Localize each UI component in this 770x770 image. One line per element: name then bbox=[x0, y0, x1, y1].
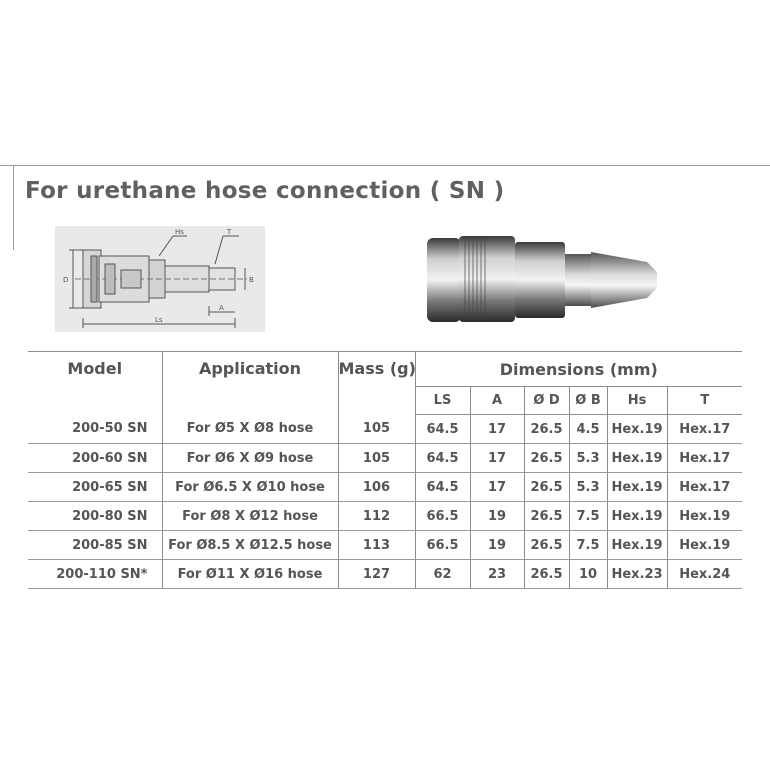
side-divider bbox=[13, 166, 14, 250]
cell-model: 200-80 SN bbox=[28, 501, 162, 531]
cell-application: For Ø8 X Ø12 hose bbox=[161, 501, 338, 531]
cell-application: For Ø8.5 X Ø12.5 hose bbox=[161, 530, 338, 560]
table-row: 200-50 SN For Ø5 X Ø8 hose 105 64.5 17 2… bbox=[28, 414, 743, 444]
subheader-t: T bbox=[666, 386, 743, 415]
cell-d: 26.5 bbox=[523, 414, 569, 444]
cell-hs: Hex.19 bbox=[606, 414, 667, 444]
table-row: 200-60 SN For Ø6 X Ø9 hose 105 64.5 17 2… bbox=[28, 443, 743, 473]
cell-hs: Hex.23 bbox=[606, 559, 667, 589]
header-mass: Mass (g) bbox=[337, 351, 416, 415]
subheader-hs: Hs bbox=[606, 386, 667, 415]
cell-b: 5.3 bbox=[568, 472, 607, 502]
cell-hs: Hex.19 bbox=[606, 472, 667, 502]
subheader-ls: LS bbox=[414, 386, 470, 415]
cell-hs: Hex.19 bbox=[606, 530, 667, 560]
cell-b: 7.5 bbox=[568, 530, 607, 560]
cell-hs: Hex.19 bbox=[606, 443, 667, 473]
top-divider bbox=[0, 165, 770, 166]
cell-mass: 105 bbox=[337, 414, 415, 444]
cell-application: For Ø5 X Ø8 hose bbox=[161, 414, 338, 444]
drawing-label-d: D bbox=[63, 276, 68, 284]
cell-ls: 64.5 bbox=[414, 472, 470, 502]
cell-t: Hex.19 bbox=[666, 501, 743, 531]
cell-a: 17 bbox=[469, 472, 524, 502]
cell-t: Hex.24 bbox=[666, 559, 743, 589]
cell-t: Hex.17 bbox=[666, 443, 743, 473]
cell-b: 10 bbox=[568, 559, 607, 589]
cell-a: 23 bbox=[469, 559, 524, 589]
cell-hs: Hex.19 bbox=[606, 501, 667, 531]
table-subheader-row: LS A Ø D Ø B Hs T bbox=[28, 386, 743, 415]
drawing-label-ls: Ls bbox=[155, 316, 163, 324]
cell-ls: 64.5 bbox=[414, 443, 470, 473]
table-row: 200-110 SN* For Ø11 X Ø16 hose 127 62 23… bbox=[28, 559, 743, 589]
spec-table: Model Application Mass (g) Dimensions (m… bbox=[28, 351, 743, 589]
product-photo bbox=[425, 226, 663, 332]
cell-application: For Ø11 X Ø16 hose bbox=[161, 559, 338, 589]
cell-a: 17 bbox=[469, 414, 524, 444]
subheader-a: A bbox=[469, 386, 524, 415]
cell-mass: 113 bbox=[337, 530, 415, 560]
subheader-d: Ø D bbox=[523, 386, 569, 415]
cell-mass: 106 bbox=[337, 472, 415, 502]
coupler-drawing-svg: Hs T D B A Ls bbox=[63, 228, 254, 328]
cell-mass: 112 bbox=[337, 501, 415, 531]
cell-mass: 105 bbox=[337, 443, 415, 473]
cell-b: 4.5 bbox=[568, 414, 607, 444]
technical-drawing: Hs T D B A Ls bbox=[55, 226, 265, 332]
cell-model: 200-65 SN bbox=[28, 472, 162, 502]
cell-d: 26.5 bbox=[523, 443, 569, 473]
cell-model: 200-60 SN bbox=[28, 443, 162, 473]
cell-b: 7.5 bbox=[568, 501, 607, 531]
cell-d: 26.5 bbox=[523, 530, 569, 560]
subheader-b: Ø B bbox=[568, 386, 607, 415]
cell-ls: 66.5 bbox=[414, 501, 470, 531]
drawing-label-a: A bbox=[219, 304, 224, 312]
cell-ls: 64.5 bbox=[414, 414, 470, 444]
cell-b: 5.3 bbox=[568, 443, 607, 473]
cell-d: 26.5 bbox=[523, 501, 569, 531]
cell-a: 17 bbox=[469, 443, 524, 473]
cell-t: Hex.17 bbox=[666, 414, 743, 444]
drawing-label-b: B bbox=[249, 276, 254, 284]
page-title: For urethane hose connection ( SN ) bbox=[25, 178, 505, 204]
cell-ls: 66.5 bbox=[414, 530, 470, 560]
header-model: Model bbox=[28, 351, 162, 415]
drawing-label-hs: Hs bbox=[175, 228, 184, 236]
header-application: Application bbox=[161, 351, 338, 415]
cell-d: 26.5 bbox=[523, 472, 569, 502]
drawing-label-t: T bbox=[226, 228, 232, 236]
cell-t: Hex.17 bbox=[666, 472, 743, 502]
cell-t: Hex.19 bbox=[666, 530, 743, 560]
coupler-photo-svg bbox=[427, 236, 657, 322]
cell-model: 200-110 SN* bbox=[28, 559, 162, 589]
table-row: 200-65 SN For Ø6.5 X Ø10 hose 106 64.5 1… bbox=[28, 472, 743, 502]
cell-model: 200-50 SN bbox=[28, 414, 162, 444]
cell-application: For Ø6 X Ø9 hose bbox=[161, 443, 338, 473]
header-dimensions: Dimensions (mm) bbox=[414, 351, 743, 387]
cell-mass: 127 bbox=[337, 559, 415, 589]
table-row: 200-85 SN For Ø8.5 X Ø12.5 hose 113 66.5… bbox=[28, 530, 743, 560]
cell-model: 200-85 SN bbox=[28, 530, 162, 560]
cell-d: 26.5 bbox=[523, 559, 569, 589]
cell-a: 19 bbox=[469, 501, 524, 531]
cell-a: 19 bbox=[469, 530, 524, 560]
table-row: 200-80 SN For Ø8 X Ø12 hose 112 66.5 19 … bbox=[28, 501, 743, 531]
cell-ls: 62 bbox=[414, 559, 470, 589]
table-header-row: Model Application Mass (g) Dimensions (m… bbox=[28, 351, 743, 415]
cell-application: For Ø6.5 X Ø10 hose bbox=[161, 472, 338, 502]
